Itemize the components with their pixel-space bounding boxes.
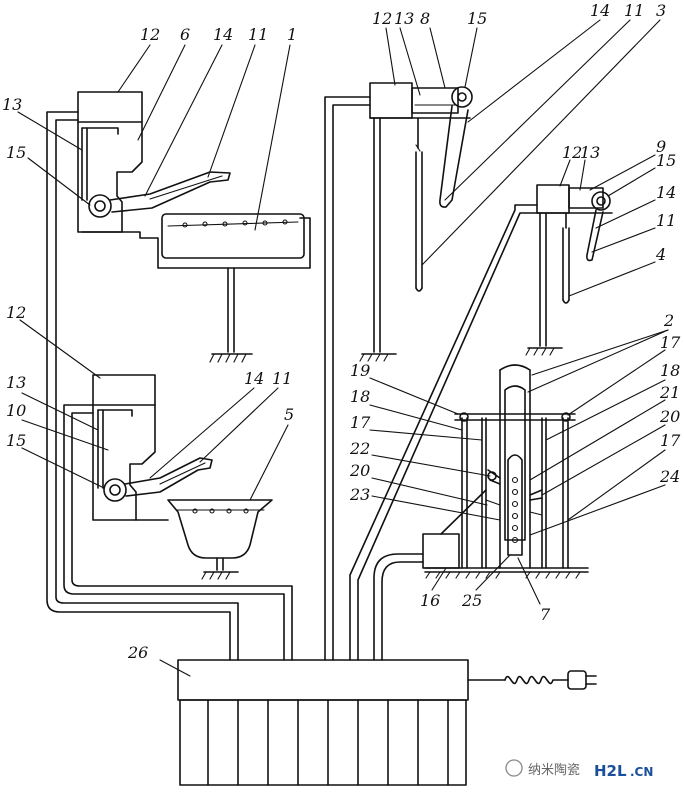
watermark: 纳米陶瓷 H2L .CN <box>505 759 653 780</box>
power-supply-unit <box>177 659 469 786</box>
label-12: 12 <box>562 143 582 162</box>
label-26: 26 <box>127 643 148 662</box>
label-23: 23 <box>349 485 370 504</box>
label-5: 5 <box>284 405 294 424</box>
label-20: 20 <box>349 461 370 480</box>
top-left-assembly <box>77 91 311 363</box>
label-13: 13 <box>6 373 26 392</box>
label-18: 18 <box>350 387 370 406</box>
label-14: 14 <box>656 183 676 202</box>
watermark-logo: H2L <box>594 762 627 780</box>
part-labels: 12 6 14 11 1 13 15 12 13 10 15 14 11 5 1… <box>2 1 681 662</box>
label-20: 20 <box>659 407 680 426</box>
label-8: 8 <box>420 9 430 28</box>
label-17: 17 <box>660 431 681 450</box>
label-13: 13 <box>2 95 22 114</box>
top-right-assembly <box>525 184 613 356</box>
watermark-logo-suffix: .CN <box>630 765 653 779</box>
label-2: 2 <box>663 311 674 330</box>
label-15: 15 <box>467 9 487 28</box>
label-12: 12 <box>6 303 26 322</box>
watermark-channel: 纳米陶瓷 <box>528 762 580 778</box>
label-1: 1 <box>287 25 297 44</box>
label-14: 14 <box>244 369 264 388</box>
label-15: 15 <box>656 151 676 170</box>
label-13: 13 <box>580 143 600 162</box>
label-24: 24 <box>659 467 680 486</box>
label-14: 14 <box>590 1 610 20</box>
label-12: 12 <box>372 9 392 28</box>
label-6: 6 <box>180 25 190 44</box>
leader-lines <box>17 19 669 677</box>
label-16: 16 <box>420 591 440 610</box>
middle-left-assembly <box>92 374 273 580</box>
label-14: 14 <box>213 25 233 44</box>
label-19: 19 <box>350 361 370 380</box>
label-9: 9 <box>656 137 666 156</box>
label-17: 17 <box>350 413 371 432</box>
label-11: 11 <box>272 369 292 388</box>
power-cord-plug <box>467 670 597 690</box>
label-7: 7 <box>540 605 551 624</box>
label-22: 22 <box>349 439 370 458</box>
label-18: 18 <box>660 361 680 380</box>
label-13: 13 <box>394 9 414 28</box>
label-17: 17 <box>660 333 681 352</box>
label-4: 4 <box>655 245 666 264</box>
bottom-right-stand <box>422 364 589 579</box>
label-21: 21 <box>659 383 680 402</box>
label-15: 15 <box>6 431 26 450</box>
label-12: 12 <box>140 25 160 44</box>
label-11: 11 <box>248 25 268 44</box>
top-middle-assembly <box>359 82 473 362</box>
label-10: 10 <box>6 401 26 420</box>
label-3: 3 <box>656 1 666 20</box>
label-25: 25 <box>461 591 482 610</box>
label-11: 11 <box>656 211 676 230</box>
cables <box>46 96 538 661</box>
label-11: 11 <box>624 1 644 20</box>
label-15: 15 <box>6 143 26 162</box>
